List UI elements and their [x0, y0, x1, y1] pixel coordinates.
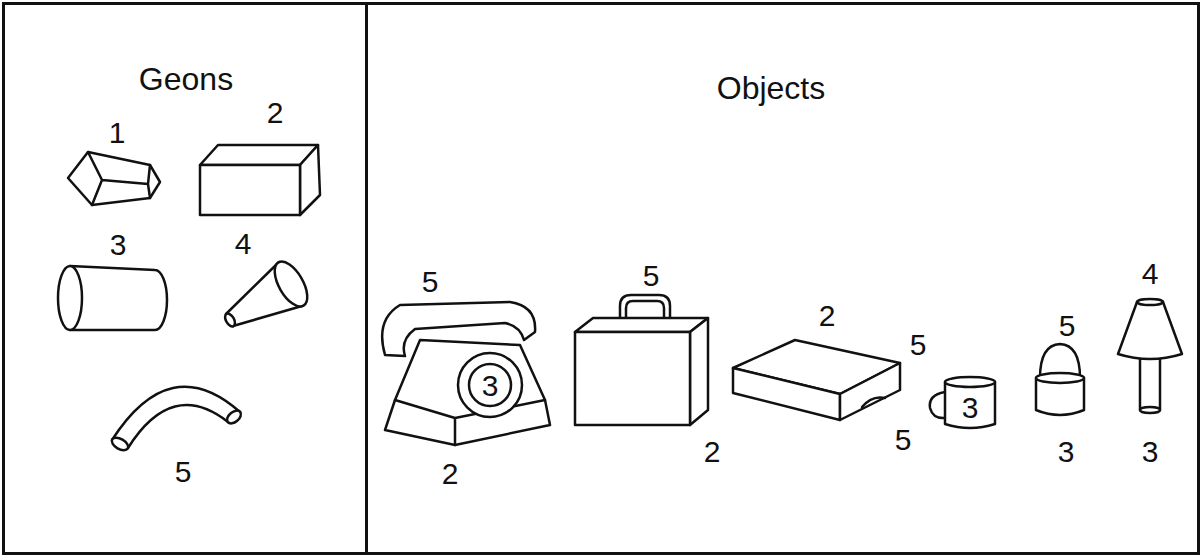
- panel-heading: Geons: [139, 61, 233, 97]
- geon-cone: [223, 256, 314, 328]
- callout-number: 2: [442, 458, 459, 490]
- briefcase-drawing: [575, 295, 708, 425]
- callout-number: 4: [235, 228, 252, 260]
- callout-number: 5: [895, 424, 912, 456]
- lamp-drawing: [1118, 299, 1182, 413]
- callout-number: 5: [1059, 310, 1076, 342]
- bucket-drawing: [1036, 344, 1084, 415]
- callout-number: 5: [643, 260, 660, 292]
- callout-number: 5: [175, 456, 192, 488]
- callout-number: 2: [267, 97, 284, 129]
- geon-brick: [200, 145, 320, 215]
- callout-number: 3: [1142, 436, 1159, 468]
- callout-number: 3: [962, 392, 979, 424]
- panel: Objects: [365, 2, 1200, 555]
- telephone-drawing: [382, 302, 550, 445]
- geon-curved-tube: [110, 387, 244, 453]
- callout-number: 2: [704, 436, 721, 468]
- mug-drawing: [930, 377, 995, 428]
- callout-number: 3: [482, 370, 499, 402]
- callout-number: 1: [109, 117, 126, 149]
- callout-number: 5: [910, 329, 927, 361]
- callout-number: 4: [1142, 258, 1159, 290]
- panel-heading: Objects: [717, 70, 825, 106]
- geon-cylinder: [58, 266, 167, 330]
- geon-wedge: [68, 152, 160, 205]
- callout-number: 2: [819, 300, 836, 332]
- callout-number: 3: [110, 229, 127, 261]
- callout-number: 5: [422, 266, 439, 298]
- callout-number: 3: [1058, 436, 1075, 468]
- flat-box-drawing: [733, 340, 900, 420]
